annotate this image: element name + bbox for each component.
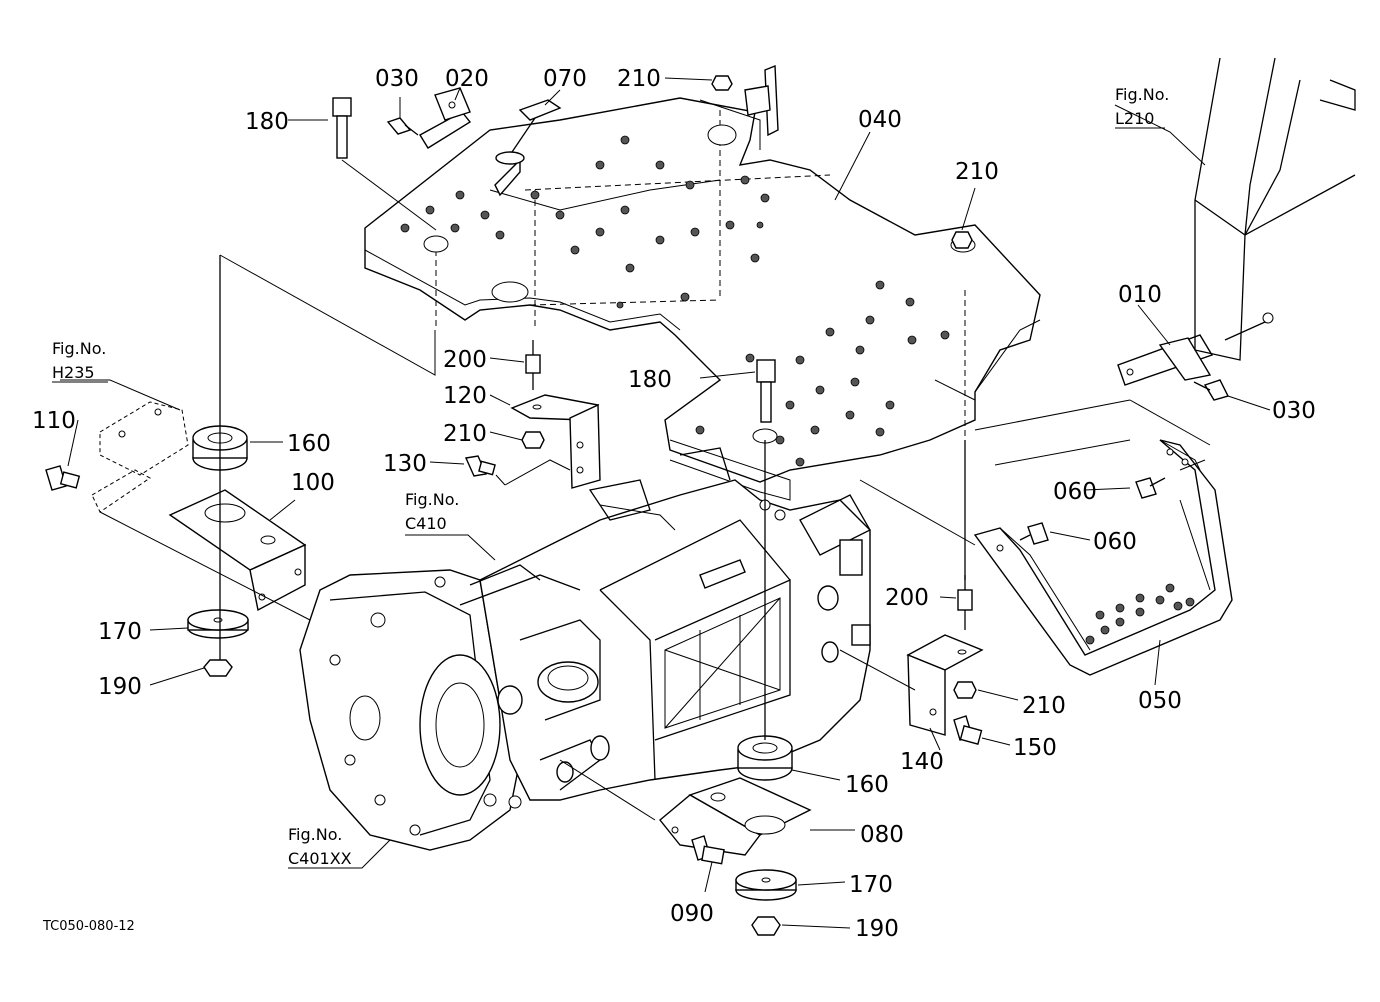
- label-030-right: 030: [1272, 398, 1316, 424]
- step-050: [973, 439, 1233, 676]
- fig-caption-h235: Fig.No.: [52, 339, 106, 358]
- bolt-130: [464, 455, 506, 486]
- bolt-200-left: [525, 340, 541, 390]
- drawing-code: TC050-080-12: [42, 919, 135, 934]
- label-190-lower: 190: [855, 916, 899, 942]
- nut-210-top: [711, 64, 779, 137]
- ref-plate-h235: [91, 401, 189, 513]
- label-090: 090: [670, 901, 714, 927]
- bolt-110: [45, 465, 81, 491]
- label-200-left: 200: [443, 347, 487, 373]
- step-plate-040: [364, 97, 1041, 501]
- washer-170-left: [187, 609, 249, 639]
- label-210-lower-right: 210: [1022, 693, 1066, 719]
- fig-ref-l210: L210: [1115, 109, 1154, 128]
- label-200-right: 200: [885, 585, 929, 611]
- label-100: 100: [291, 470, 335, 496]
- label-070: 070: [543, 66, 587, 92]
- label-180-upper: 180: [245, 109, 289, 135]
- knob-070: [495, 99, 562, 165]
- nut-210-right: [951, 231, 973, 249]
- label-160-left: 160: [287, 431, 331, 457]
- label-180-lower: 180: [628, 367, 672, 393]
- bolt-150: [953, 715, 983, 745]
- figure-refs: Fig.No. L210 Fig.No. H235 Fig.No. C410 F…: [52, 85, 1169, 868]
- bolt-030-right: [1193, 379, 1230, 401]
- fig-caption-l210: Fig.No.: [1115, 85, 1169, 104]
- fig-caption-c401xx: Fig.No.: [288, 825, 342, 844]
- fig-ref-h235: H235: [52, 363, 95, 382]
- bracket-120: [510, 394, 601, 489]
- label-010: 010: [1118, 282, 1162, 308]
- bolt-180-lower: [756, 359, 776, 423]
- label-120: 120: [443, 383, 487, 409]
- bracket-020: [419, 87, 472, 149]
- label-030-upper: 030: [375, 66, 419, 92]
- fender-l210: [1194, 57, 1356, 361]
- nut-210-lower-right: [953, 681, 977, 699]
- bolt-180-upper: [332, 97, 437, 231]
- label-190-left: 190: [98, 674, 142, 700]
- bolt-090: [691, 835, 725, 865]
- label-050: 050: [1138, 688, 1182, 714]
- fig-caption-c410: Fig.No.: [405, 490, 459, 509]
- bolt-200-right: [957, 575, 973, 630]
- bolt-030-upper: [386, 117, 419, 136]
- nut-210-center: [521, 431, 545, 449]
- label-040: 040: [858, 107, 902, 133]
- bolt-060-upper: [1135, 477, 1166, 499]
- label-060-lower: 060: [1093, 529, 1137, 555]
- transmission-housing: [299, 447, 871, 851]
- fig-ref-c401xx: C401XX: [288, 849, 352, 868]
- nut-190-left: [203, 659, 233, 677]
- label-170-left: 170: [98, 619, 142, 645]
- rubber-mount-160-lower: [737, 735, 793, 781]
- fig-ref-c410: C410: [405, 514, 447, 533]
- label-020: 020: [445, 66, 489, 92]
- label-080: 080: [860, 822, 904, 848]
- nut-190-lower: [751, 916, 781, 936]
- part-labels: 030 020 070 210 180 040 210 010 030 200 …: [32, 66, 1316, 942]
- label-210-top: 210: [617, 66, 661, 92]
- label-150: 150: [1013, 735, 1057, 761]
- label-170-lower: 170: [849, 872, 893, 898]
- label-210-right: 210: [955, 159, 999, 185]
- leader-lines: [60, 77, 1271, 929]
- washer-170-lower: [735, 869, 797, 901]
- label-130: 130: [383, 451, 427, 477]
- bracket-080: [659, 777, 812, 856]
- label-160-lower: 160: [845, 772, 889, 798]
- label-110: 110: [32, 408, 76, 434]
- bracket-010: [1117, 334, 1214, 386]
- label-140: 140: [900, 749, 944, 775]
- bolt-060-lower: [1019, 522, 1049, 545]
- label-060-upper: 060: [1053, 479, 1097, 505]
- bracket-100: [168, 489, 307, 612]
- label-210-center: 210: [443, 421, 487, 447]
- bracket-140: [906, 634, 984, 736]
